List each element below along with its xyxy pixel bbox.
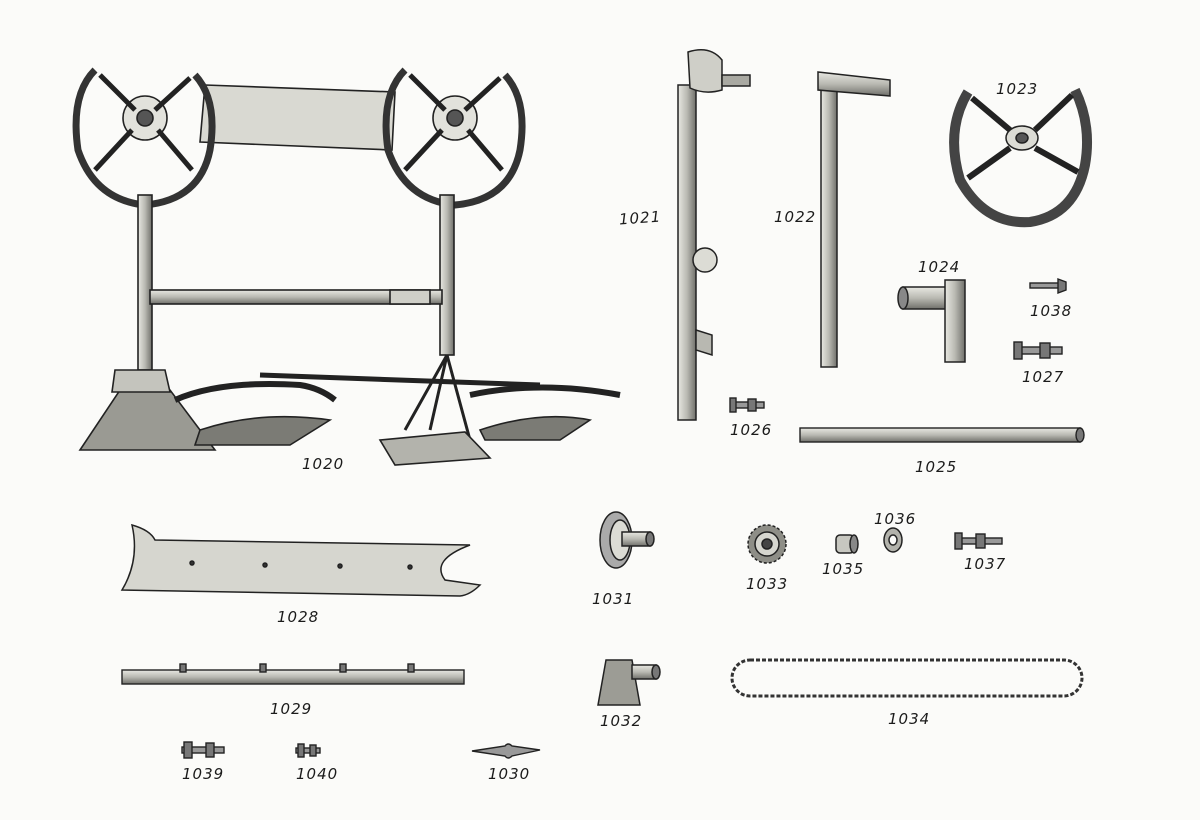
label-1031: 1031: [592, 590, 635, 608]
label-1024: 1024: [918, 258, 961, 276]
part-1030-link: [471, 743, 541, 759]
label-1037: 1037: [964, 555, 1007, 573]
part-1020-assembly: [72, 67, 621, 466]
label-1039: 1039: [182, 765, 225, 783]
part-1034-chain: [730, 658, 1084, 698]
part-1037-bolt: [954, 532, 1003, 550]
part-1040-bolt: [295, 743, 321, 758]
part-1038-bolt: [1029, 277, 1067, 295]
label-1028: 1028: [277, 608, 320, 626]
label-1020: 1020: [302, 455, 345, 473]
label-1036: 1036: [874, 510, 917, 528]
label-1035: 1035: [822, 560, 865, 578]
part-1024-tee: [897, 279, 966, 363]
label-1026: 1026: [730, 421, 773, 439]
label-1025: 1025: [915, 458, 958, 476]
label-1021: 1021: [618, 207, 662, 229]
label-1022: 1022: [774, 208, 817, 226]
part-1031-pulley: [599, 511, 655, 569]
part-1023-handwheel: [949, 87, 1092, 228]
label-1040: 1040: [296, 765, 339, 783]
label-1030: 1030: [488, 765, 531, 783]
part-1021-tube: [677, 49, 751, 421]
part-1022-tube: [817, 71, 891, 368]
part-1036-washer: [883, 527, 903, 553]
label-1038: 1038: [1030, 302, 1073, 320]
part-1032-pulley: [597, 659, 661, 706]
part-1026-bolt: [729, 397, 765, 413]
label-1029: 1029: [270, 700, 313, 718]
part-1029-tube: [121, 663, 465, 685]
part-1027-bolt: [1013, 341, 1063, 360]
label-1027: 1027: [1022, 368, 1065, 386]
part-1025-rod: [799, 427, 1085, 443]
label-1023: 1023: [996, 80, 1039, 98]
label-1032: 1032: [600, 712, 643, 730]
part-1033-sprocket: [747, 524, 787, 564]
label-1034: 1034: [888, 710, 931, 728]
label-1033: 1033: [746, 575, 789, 593]
part-1035-bushing: [835, 534, 859, 554]
part-1039-bolt: [181, 741, 225, 759]
part-1028-plate: [120, 523, 482, 597]
